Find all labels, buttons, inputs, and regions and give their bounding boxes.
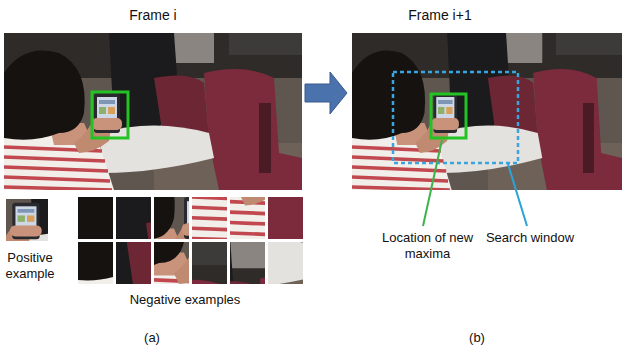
block-arrow xyxy=(305,72,347,114)
panel-letter: (a) xyxy=(130,330,174,346)
target-box xyxy=(431,94,466,138)
panel-letter: (b) xyxy=(455,330,499,346)
frame-box: Frame i+1 xyxy=(352,33,622,190)
frame-heading: Frame i+1 xyxy=(305,7,575,24)
annotation-label: Positive example xyxy=(0,250,60,283)
target-box xyxy=(92,92,128,138)
annotation-label: Search window xyxy=(478,230,582,246)
leader-line xyxy=(423,140,442,226)
frame-heading: Frame i xyxy=(4,7,302,24)
leader-line xyxy=(508,164,527,226)
frame-box: Frame i xyxy=(4,33,302,190)
annotation-label: Location of new maxima xyxy=(375,230,480,263)
frame-photo xyxy=(352,33,622,190)
negative-patch xyxy=(118,142,416,307)
negative-patch xyxy=(170,79,468,244)
search-window xyxy=(393,72,518,163)
annotation-label: Negative examples xyxy=(100,292,270,308)
negative-patch xyxy=(60,237,358,358)
frame-photo xyxy=(4,33,302,190)
